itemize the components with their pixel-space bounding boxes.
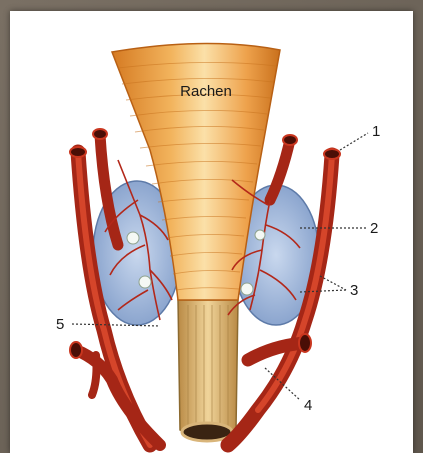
- left-nodule-lower: [139, 276, 151, 288]
- pharynx-label: Rachen: [180, 83, 232, 100]
- esophagus: [178, 300, 238, 437]
- label-4: 4: [304, 397, 312, 414]
- label-2: 2: [370, 220, 378, 237]
- label-5: 5: [56, 316, 64, 333]
- label-3: 3: [350, 282, 358, 299]
- left-nodule-upper: [127, 232, 139, 244]
- right-nodule-lower: [241, 283, 253, 295]
- right-nodule-upper: [255, 230, 265, 240]
- label-1: 1: [372, 123, 380, 140]
